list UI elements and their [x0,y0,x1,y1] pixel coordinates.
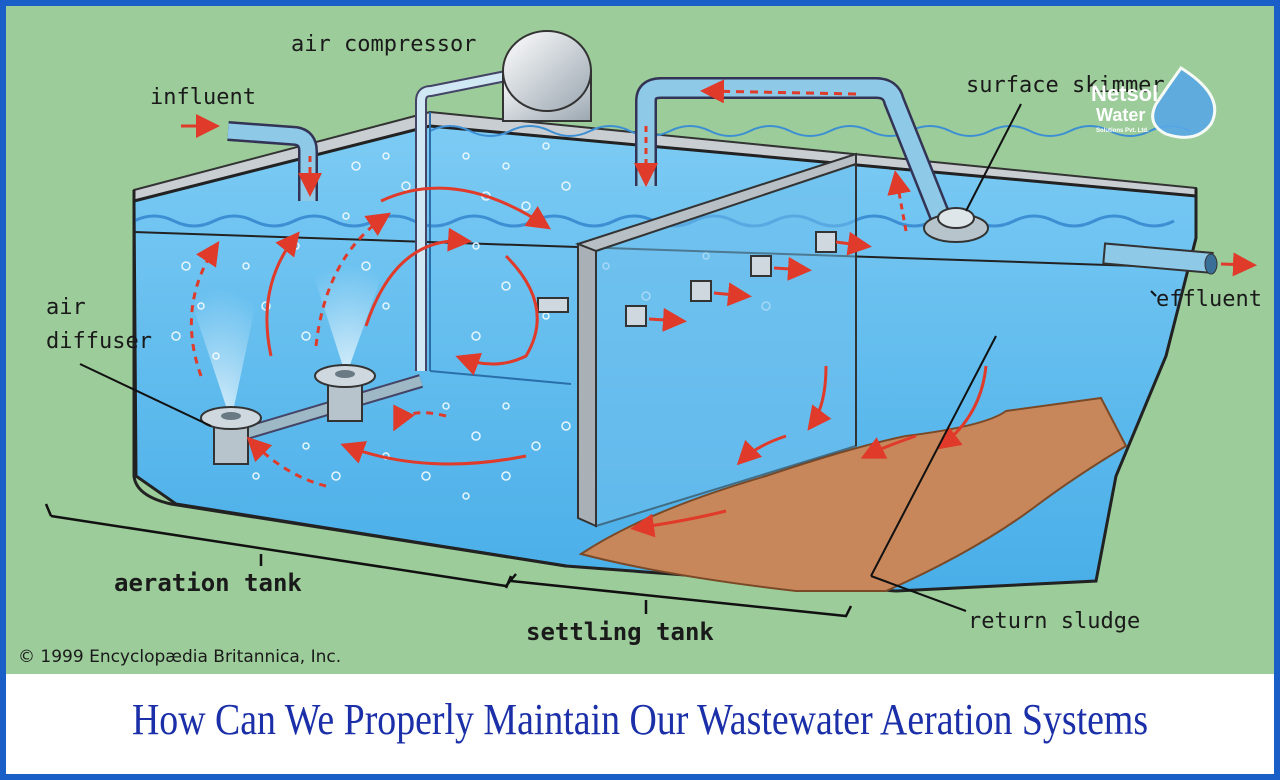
diffuser-spray-left [176,256,266,421]
label-settling-tank: settling tank [526,618,714,646]
diffuser-spray-right [301,236,396,376]
air-diffuser-left [200,406,262,465]
label-air-diffuser-line1: air [46,295,86,320]
tank-brackets [44,503,853,618]
label-air-compressor: air compressor [291,32,476,57]
diagram-canvas: air compressor influent surface skimmer … [6,6,1274,674]
label-return-sludge: return sludge [968,609,1140,634]
label-air-diffuser-line2: diffuser [46,329,152,354]
caption-band: How Can We Properly Maintain Our Wastewa… [6,674,1274,774]
logo-line3: Solutions Pvt. Ltd. [1096,128,1149,134]
label-aeration-tank: aeration tank [114,569,302,597]
settling-sludge [578,396,1128,592]
label-influent: influent [150,85,256,110]
flow-arrows [181,79,1257,538]
leader-lines [79,103,1157,612]
air-diffuser-right [314,364,376,422]
label-surface-skimmer: surface skimmer [966,73,1165,98]
logo-line1: Netsol [1091,81,1158,106]
label-effluent: effluent [1156,287,1262,312]
divider-outlets [537,231,837,327]
divider-wall [575,152,857,528]
netsol-water-logo: Netsol Water Solutions Pvt. Ltd. [1091,65,1217,139]
logo-line2: Water [1096,105,1145,125]
caption-title: How Can We Properly Maintain Our Wastewa… [131,695,1149,744]
copyright-notice: © 1999 Encyclopædia Britannica, Inc. [18,647,341,667]
surface-skimmer [923,207,989,243]
aeration-diagram: air compressor influent surface skimmer … [18,30,1262,667]
air-compressor [502,30,592,122]
effluent-pipe [1102,242,1218,275]
